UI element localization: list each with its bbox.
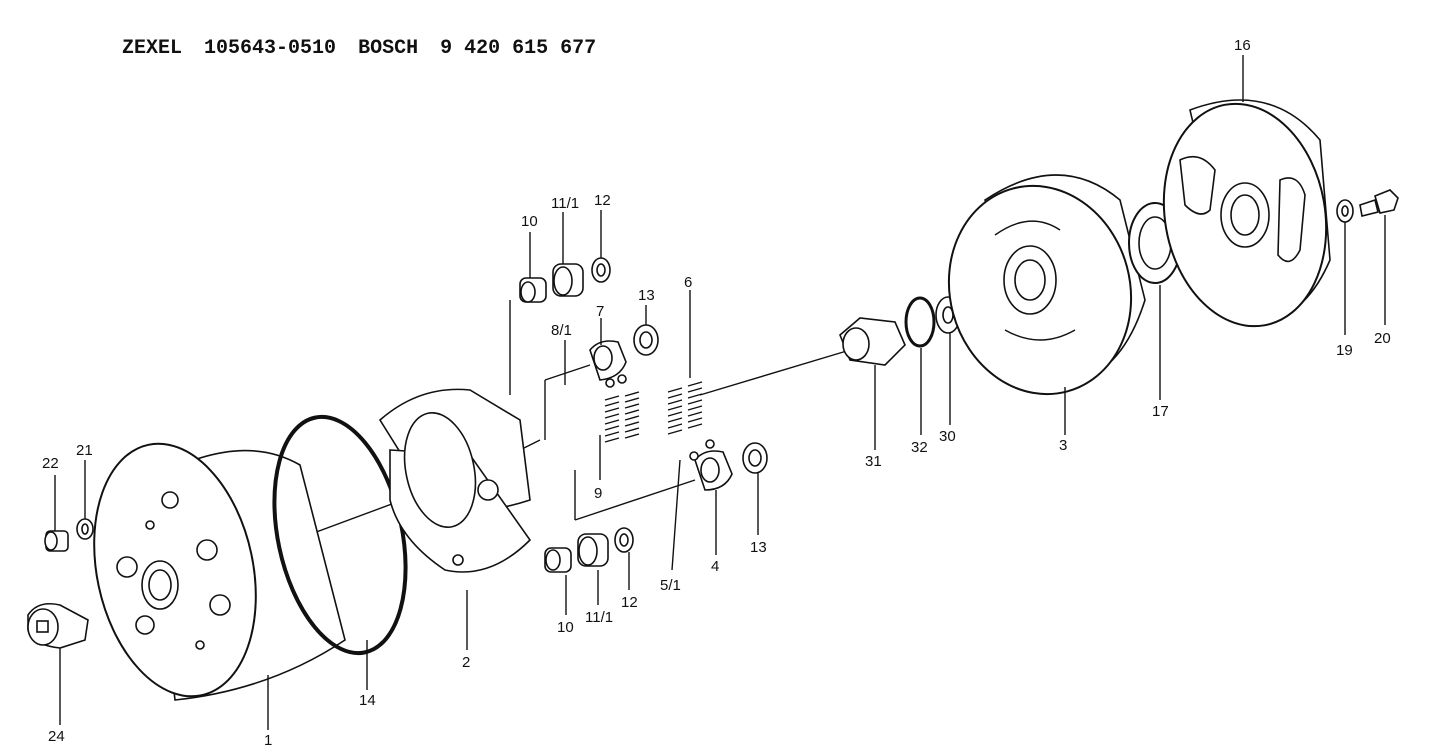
clips <box>605 374 715 461</box>
label-9: 9 <box>594 485 602 502</box>
label-5-1: 5/1 <box>660 577 681 594</box>
label-20: 20 <box>1374 330 1391 347</box>
label-3: 3 <box>1059 437 1067 454</box>
label-16: 16 <box>1234 37 1251 54</box>
label-14: 14 <box>359 692 376 709</box>
springs-9 <box>604 391 640 443</box>
part-22-screw <box>44 530 69 552</box>
lower-bushing-set <box>544 527 634 573</box>
springs-6 <box>667 381 703 435</box>
label-6: 6 <box>684 274 692 291</box>
label-30: 30 <box>939 428 956 445</box>
part-labels: 1 2 3 4 5/1 6 7 8/1 9 10 10 11/1 11/1 12… <box>42 37 1391 749</box>
label-32: 32 <box>911 439 928 456</box>
part-16-end-plate <box>1162 99 1331 328</box>
label-11-1-upper: 11/1 <box>551 195 579 212</box>
part-32-ring <box>904 296 936 348</box>
part-2-flyweight-hub <box>378 388 532 573</box>
label-13-lower: 13 <box>750 539 767 556</box>
label-31: 31 <box>865 453 882 470</box>
brand-zexel: ZEXEL <box>122 37 183 60</box>
label-7: 7 <box>596 303 604 320</box>
part-31-bolt <box>839 317 906 366</box>
label-22: 22 <box>42 455 59 472</box>
label-8-1: 8/1 <box>551 322 572 339</box>
part-20-screw <box>1359 189 1399 217</box>
part-21-washer <box>76 518 94 540</box>
label-11-1-lower: 11/1 <box>585 609 613 626</box>
label-19: 19 <box>1336 342 1353 359</box>
part-4-spring-seat <box>574 442 768 521</box>
label-2: 2 <box>462 654 470 671</box>
part-7-spring-seat <box>544 324 659 440</box>
part-24-plug <box>27 602 89 649</box>
label-1: 1 <box>264 732 272 749</box>
part-19-washer <box>1336 199 1354 223</box>
label-12-lower: 12 <box>621 594 638 611</box>
label-10-upper: 10 <box>521 213 538 230</box>
brand-bosch: BOSCH <box>358 37 419 60</box>
upper-bushing-set <box>509 257 611 395</box>
bosch-part-number: 9 420 615 677 <box>440 37 597 60</box>
part-1-housing <box>93 442 346 701</box>
leader-lines <box>54 55 1386 730</box>
label-17: 17 <box>1152 403 1169 420</box>
label-4: 4 <box>711 558 719 575</box>
label-21: 21 <box>76 442 93 459</box>
label-24: 24 <box>48 728 65 745</box>
zexel-part-number: 105643-0510 <box>204 37 337 60</box>
label-12-upper: 12 <box>594 192 611 209</box>
label-10-lower: 10 <box>557 619 574 636</box>
part-3-cover <box>947 174 1146 396</box>
diagram-header: ZEXEL 105643-0510 BOSCH 9 420 615 677 <box>98 14 618 60</box>
label-13-upper: 13 <box>638 287 655 304</box>
